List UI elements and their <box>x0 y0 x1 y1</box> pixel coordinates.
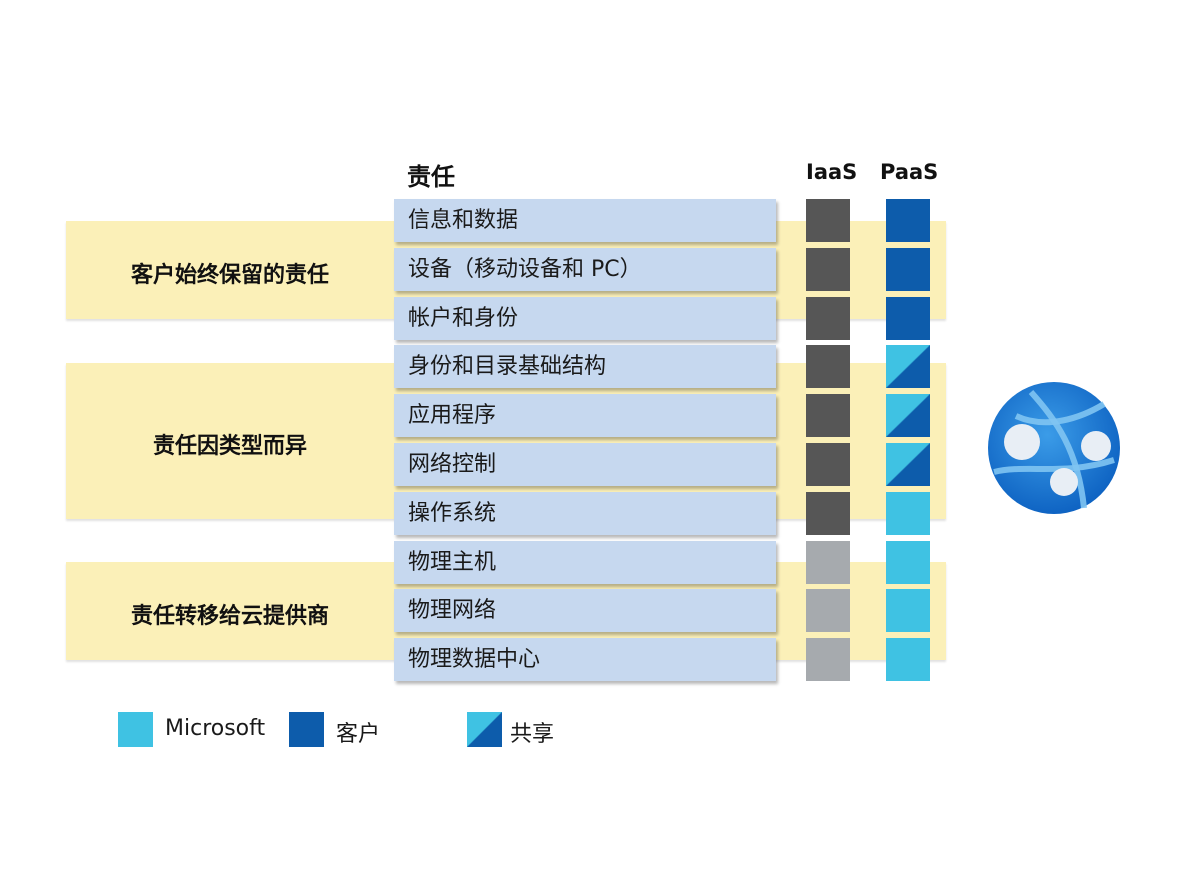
iaas-cell <box>806 443 850 486</box>
legend-customer-swatch <box>289 712 324 747</box>
paas-cell <box>886 394 930 437</box>
paas-cell <box>886 492 930 535</box>
paas-cell <box>886 345 930 388</box>
responsibility-row: 帐户和身份 <box>394 297 776 340</box>
iaas-cell <box>806 541 850 584</box>
iaas-cell <box>806 394 850 437</box>
paas-cell <box>886 541 930 584</box>
iaas-cell <box>806 345 850 388</box>
responsibility-row: 操作系统 <box>394 492 776 535</box>
iaas-cell <box>806 638 850 681</box>
responsibility-row: 设备（移动设备和 PC） <box>394 248 776 291</box>
responsibility-row: 信息和数据 <box>394 199 776 242</box>
paas-cell <box>886 638 930 681</box>
group-label-customer-retained: 客户始终保留的责任 <box>130 263 329 288</box>
header-paas: PaaS <box>880 160 939 184</box>
iaas-cell <box>806 492 850 535</box>
iaas-cell <box>806 248 850 291</box>
header-iaas: IaaS <box>806 160 858 184</box>
group-label-transfers-to-cloud: 责任转移给云提供商 <box>130 604 329 629</box>
iaas-cell <box>806 589 850 632</box>
azure-app-service-icon <box>988 382 1120 514</box>
responsibility-row: 物理网络 <box>394 589 776 632</box>
header-responsibility: 责任 <box>407 163 455 191</box>
responsibility-row: 身份和目录基础结构 <box>394 345 776 388</box>
legend-shared-label: 共享 <box>510 722 555 747</box>
iaas-cell <box>806 199 850 242</box>
iaas-cell <box>806 297 850 340</box>
paas-cell <box>886 443 930 486</box>
responsibility-row: 物理数据中心 <box>394 638 776 681</box>
responsibility-row: 网络控制 <box>394 443 776 486</box>
group-label-varies-by-type: 责任因类型而异 <box>152 434 307 459</box>
paas-cell <box>886 297 930 340</box>
responsibility-row: 物理主机 <box>394 541 776 584</box>
legend-microsoft-label: Microsoft <box>165 716 266 741</box>
responsibility-row: 应用程序 <box>394 394 776 437</box>
legend-shared-swatch <box>467 712 502 747</box>
legend-customer-label: 客户 <box>336 722 381 747</box>
paas-cell <box>886 589 930 632</box>
paas-cell <box>886 199 930 242</box>
paas-cell <box>886 248 930 291</box>
legend-microsoft-swatch <box>118 712 153 747</box>
